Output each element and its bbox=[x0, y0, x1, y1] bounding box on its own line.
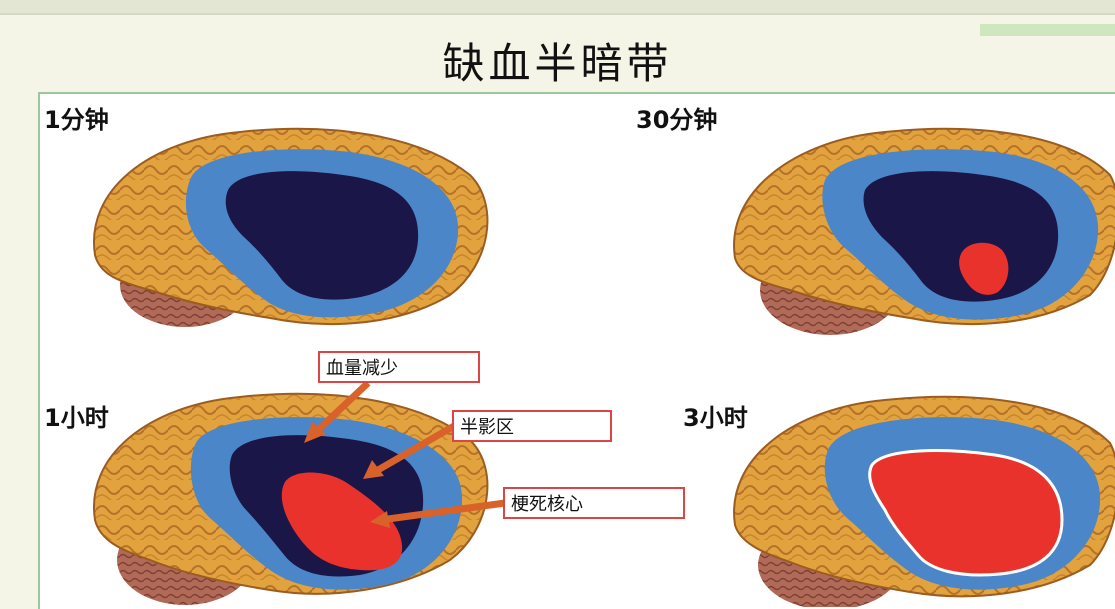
brain-1hour bbox=[94, 394, 487, 605]
stage-label-30min: 30分钟 bbox=[636, 100, 717, 135]
brain-3hours bbox=[734, 397, 1115, 607]
callout-reduced-blood-flow: 血量减少 bbox=[318, 351, 480, 383]
stage-label-1min: 1分钟 bbox=[44, 100, 109, 135]
brain-30min bbox=[734, 129, 1115, 335]
brain-1min bbox=[94, 129, 487, 327]
callout-penumbra: 半影区 bbox=[452, 410, 612, 442]
stage-label-1hour: 1小时 bbox=[44, 398, 109, 433]
stage-label-3hours: 3小时 bbox=[683, 398, 748, 433]
callout-infarct-core: 梗死核心 bbox=[503, 487, 685, 519]
